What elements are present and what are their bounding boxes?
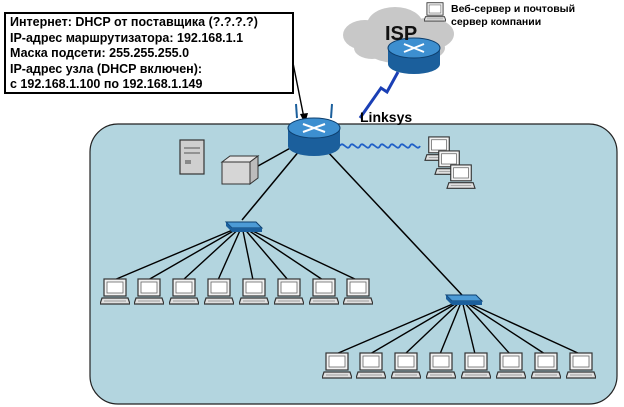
- link-router-switch2: [325, 149, 463, 296]
- server-label-line2: сервер компании: [451, 15, 542, 28]
- lan2-links: [335, 299, 581, 355]
- wireless-link: [339, 143, 421, 149]
- wan-lightning-link: [358, 71, 400, 119]
- info-line-router-ip: IP-адрес маршрутизатора: 192.168.1.1: [10, 30, 244, 45]
- lan2-switch-icon: [444, 294, 484, 305]
- server-tower-icon: [179, 139, 205, 175]
- lan-area: [89, 123, 618, 405]
- linksys-router-icon: [287, 103, 341, 156]
- lan1-switch-icon: [224, 221, 264, 232]
- isp-web-server-icon: [424, 2, 446, 22]
- server-box-icon: [220, 155, 260, 185]
- link-router-server: [257, 145, 295, 167]
- info-line-host-ip: IP-адрес узла (DHCP включен):: [10, 61, 203, 76]
- info-line-range: с 192.168.1.100 по 192.168.1.149: [10, 77, 203, 92]
- isp-router-icon: [387, 37, 441, 74]
- link-router-switch1: [241, 149, 301, 221]
- web-mail-server-label: Веб-сервер и почтовый сервер компании: [451, 3, 575, 28]
- server-label-line1: Веб-сервер и почтовый: [451, 3, 576, 15]
- info-line-subnet-mask: Маска подсети: 255.255.255.0: [10, 46, 190, 61]
- info-line-internet: Интернет: DHCP от поставщика (?.?.?.?): [10, 15, 258, 29]
- lan1-links: [113, 225, 358, 281]
- info-arrow: [291, 57, 308, 124]
- linksys-label: Linksys: [360, 109, 413, 125]
- isp-label: ISP: [385, 23, 418, 45]
- router-info-box: Интернет: DHCP от поставщика (?.?.?.?) I…: [4, 12, 294, 94]
